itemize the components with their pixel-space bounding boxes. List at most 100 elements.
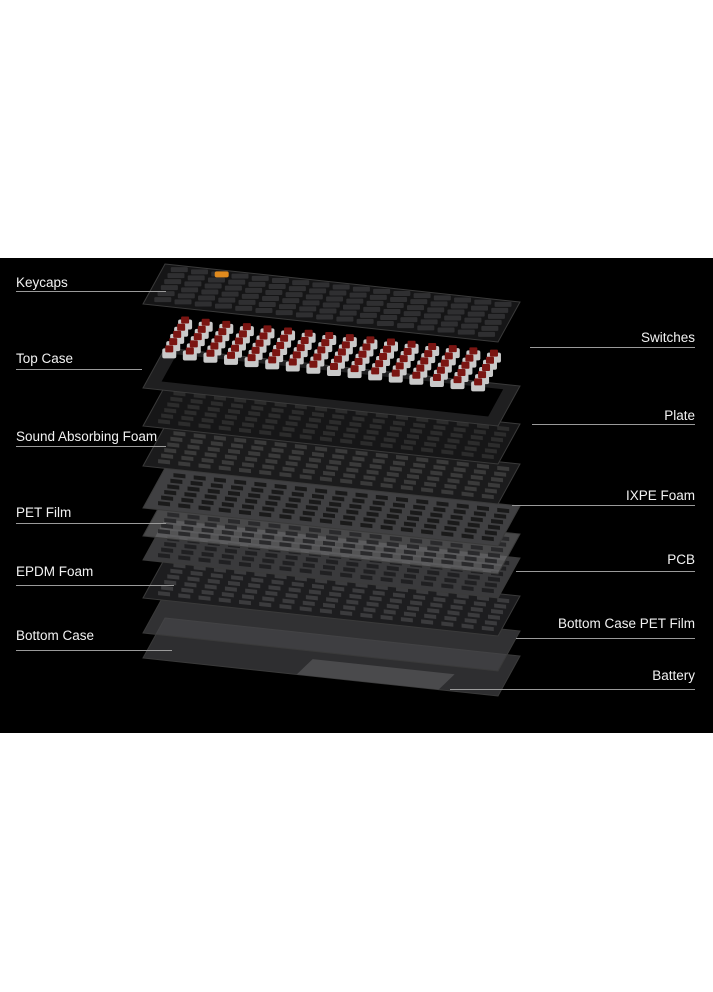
plate-layer-cutout [340, 438, 353, 444]
plate-layer-cutout [251, 405, 264, 411]
switch-stem [358, 350, 367, 358]
epdm-foam-layer-cutout [224, 586, 237, 592]
keycap [326, 296, 344, 302]
pet-film-layer-cutout [494, 513, 507, 519]
epdm-foam-layer-cutout [218, 597, 231, 603]
pet-film-layer-cutout [231, 485, 244, 491]
ixpe-foam-layer-cutout [279, 542, 292, 548]
ixpe-foam-layer-cutout [299, 544, 312, 550]
plate-layer-cutout [487, 442, 500, 448]
pcb-layer-cutout [242, 556, 255, 562]
sound-absorbing-foam-layer-cutout [430, 470, 443, 476]
ixpe-foam-layer-cutout [487, 552, 500, 558]
pet-film-layer-cutout [238, 509, 251, 516]
switch-stem [317, 346, 326, 354]
pcb-layer-cutout [319, 570, 332, 576]
ixpe-foam-layer-cutout [262, 534, 275, 540]
sound-absorbing-foam-layer-cutout [329, 459, 342, 465]
keycap [407, 305, 424, 311]
sound-absorbing-foam-layer-cutout [245, 456, 258, 462]
plate-layer-cutout [372, 418, 385, 424]
sound-absorbing-foam-layer-cutout [201, 457, 214, 464]
pet-film-layer-cutout [497, 507, 510, 514]
switch-stem [448, 345, 457, 353]
pet-film-layer-cutout [363, 517, 376, 523]
pcb-layer-cutout [323, 564, 336, 571]
ixpe-foam-layer-cutout [467, 550, 480, 556]
plate-layer-cutout [407, 433, 420, 440]
sound-absorbing-foam-layer-cutout [234, 437, 247, 443]
keycap [255, 307, 273, 313]
plate-layer-cutout [386, 431, 399, 438]
keycap [346, 298, 364, 304]
keycap [238, 299, 256, 305]
keycap [268, 283, 286, 289]
epdm-foam-layer-cutout [201, 589, 214, 596]
sound-absorbing-foam-layer-cutout [369, 464, 382, 470]
ixpe-foam-layer-cutout [224, 524, 237, 530]
plate-layer-cutout [433, 424, 446, 431]
epdm-foam-layer-cutout [491, 609, 504, 615]
epdm-foam-layer-cutout [245, 588, 258, 594]
switch-stem [333, 355, 342, 363]
plate-layer-cutout [383, 437, 396, 443]
plate-layer-cutout [389, 426, 402, 432]
sound-absorbing-foam-layer-cutout [487, 482, 500, 488]
pet-film-layer-cutout [487, 524, 500, 530]
sound-absorbing-foam-layer-cutout [224, 454, 237, 460]
sound-absorbing-foam-layer-cutout [355, 450, 368, 456]
sound-absorbing-foam-layer-cutout [389, 466, 402, 472]
keycap [218, 297, 236, 303]
keycap [430, 301, 448, 307]
keycap [231, 273, 249, 279]
switch-stem [403, 347, 412, 355]
ixpe-foam-layer-cutout [389, 536, 402, 542]
leader-line-switches [530, 347, 695, 348]
switch-stem [185, 347, 194, 355]
epdm-foam-layer-cutout [158, 591, 171, 597]
keycap [299, 306, 317, 312]
ixpe-foam-layer-cutout [407, 543, 420, 550]
pcb-layer-cutout [282, 560, 295, 566]
keycap [177, 293, 195, 299]
keycap [184, 281, 202, 287]
pcb-layer-cutout [464, 580, 477, 586]
epdm-foam-layer-cutout [187, 576, 200, 582]
pet-film-layer-cutout [291, 491, 304, 498]
pet-film-layer-cutout [299, 516, 312, 522]
epdm-foam-layer-cutout [302, 600, 315, 606]
pet-film-layer-cutout [207, 488, 220, 494]
epdm-foam-layer-cutout [481, 625, 494, 632]
ixpe-foam-layer-cutout [218, 535, 231, 541]
epdm-foam-layer-cutout [190, 570, 203, 577]
pet-film-layer-cutout [224, 496, 237, 502]
pet-film-layer-cutout [355, 492, 368, 498]
pet-film-layer-cutout [349, 503, 362, 510]
switch-stem [177, 323, 186, 331]
epdm-foam-layer-cutout [392, 592, 405, 598]
keycap [471, 305, 489, 311]
sound-absorbing-foam-layer-cutout [396, 455, 409, 461]
pet-film-layer-cutout [383, 519, 396, 525]
sound-absorbing-foam-layer-cutout [213, 435, 226, 441]
sound-absorbing-foam-layer-cutout [467, 480, 480, 486]
epdm-foam-layer-cutout [308, 589, 321, 595]
ixpe-foam-layer-cutout [441, 559, 454, 565]
sound-absorbing-foam-layer-cutout [319, 476, 332, 482]
sound-absorbing-foam-layer-cutout [193, 433, 206, 439]
epdm-foam-layer-cutout [164, 579, 177, 586]
sound-absorbing-foam-layer-cutout [259, 469, 272, 476]
ixpe-foam-layer-cutout [198, 533, 211, 539]
epdm-foam-layer-cutout [360, 612, 373, 619]
ixpe-foam-layer-cutout [181, 525, 194, 531]
plate-layer-cutout [231, 403, 244, 409]
switch-stem [383, 345, 392, 353]
pcb-layer-cutout [400, 579, 413, 585]
keycap [336, 316, 354, 322]
epdm-foam-layer-cutout [326, 597, 339, 603]
ixpe-foam-layer-cutout [360, 550, 373, 557]
ixpe-foam-layer-cutout [187, 514, 200, 520]
epdm-foam-layer-cutout [424, 613, 437, 620]
ixpe-foam-layer-cutout [421, 557, 434, 563]
pcb-layer-cutout [262, 558, 275, 564]
